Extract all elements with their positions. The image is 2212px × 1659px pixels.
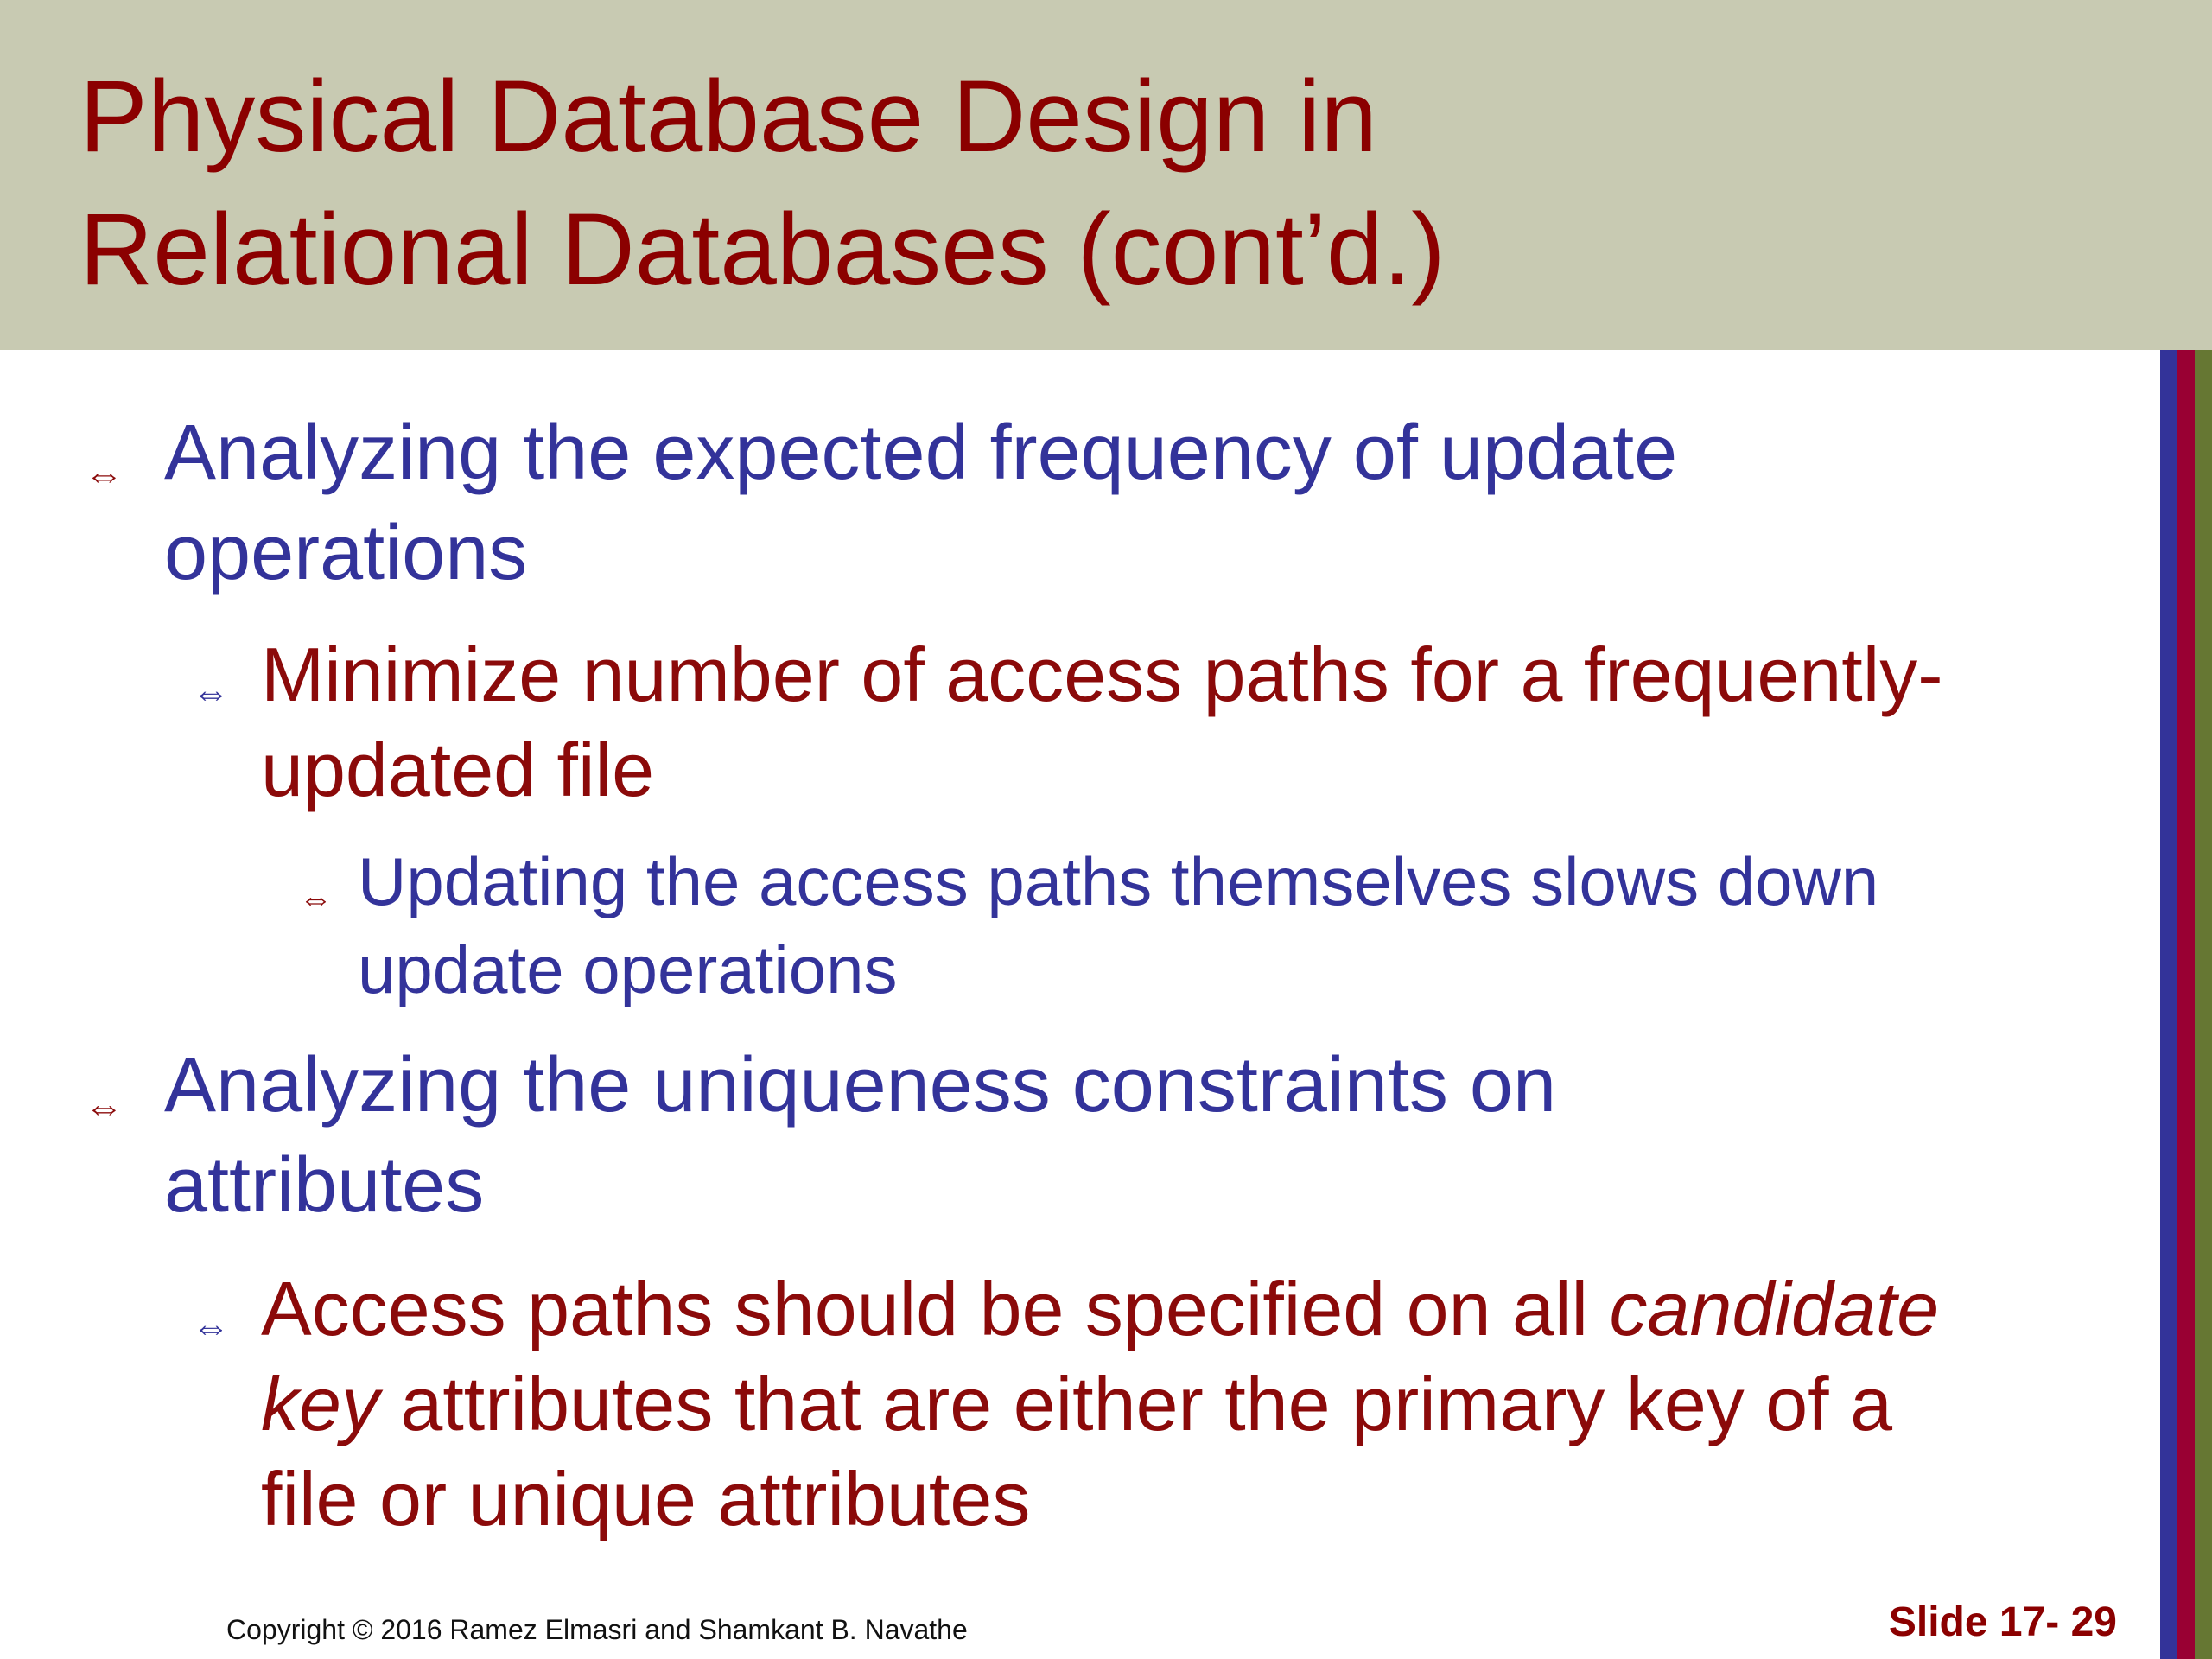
double-arrow-bullet-icon: ⇔ — [192, 671, 230, 714]
bullet-level-2: ⇔ Access paths should be specified on al… — [192, 1262, 1939, 1547]
bullet-text-line: operations — [164, 510, 528, 596]
double-arrow-bullet-icon: ⇔ — [85, 1084, 124, 1128]
side-stripe-red — [2177, 350, 2195, 1659]
bullet-text-line: Access paths should be specified on all … — [261, 1262, 1939, 1357]
emphasized-term: key — [261, 1361, 379, 1446]
side-stripe-olive — [2195, 350, 2212, 1659]
side-stripe-blue — [2160, 350, 2177, 1659]
copyright-footer: Copyright © 2016 Ramez Elmasri and Shamk… — [226, 1614, 968, 1645]
bullet-text-line: Minimize number of access paths for a fr… — [261, 632, 1943, 717]
double-arrow-bullet-icon: ⇔ — [192, 1306, 230, 1348]
bullet-text-line: Updating the access paths themselves slo… — [358, 843, 1879, 919]
bullet-level-3: ⇔ Updating the access paths themselves s… — [299, 837, 1879, 1014]
slide-title: Physical Database Design in Relational D… — [79, 50, 1446, 316]
bullet-text-line: update operations — [358, 931, 898, 1007]
bullet-level-2: ⇔ Minimize number of access paths for a … — [192, 627, 1943, 817]
slide-title-line: Physical Database Design in — [79, 60, 1378, 174]
emphasized-term: candidate — [1609, 1266, 1940, 1351]
bullet-level-1: ⇔ Analyzing the expected frequency of up… — [85, 403, 1678, 603]
bullet-text-line: Analyzing the expected frequency of upda… — [164, 410, 1678, 496]
slide-number: Slide 17- 29 — [1888, 1599, 2117, 1645]
bullet-level-1: ⇔ Analyzing the uniqueness constraints o… — [85, 1035, 1557, 1236]
bullet-text-line: updated file — [261, 727, 655, 812]
title-band: Physical Database Design in Relational D… — [0, 0, 2212, 350]
slide-title-line: Relational Databases (cont’d.) — [79, 193, 1446, 307]
bullet-text-line: attributes — [164, 1142, 485, 1229]
bullet-text: Access paths should be specified on all — [261, 1266, 1610, 1351]
double-arrow-bullet-icon: ⇔ — [85, 452, 124, 496]
bullet-text-line: key attributes that are either the prima… — [261, 1357, 1939, 1452]
bullet-text: attributes that are either the primary k… — [378, 1361, 1893, 1446]
bullet-text-line: file or unique attributes — [261, 1456, 1031, 1541]
bullet-text-line: Analyzing the uniqueness constraints on — [164, 1042, 1557, 1128]
double-arrow-bullet-icon: ⇔ — [299, 880, 333, 918]
